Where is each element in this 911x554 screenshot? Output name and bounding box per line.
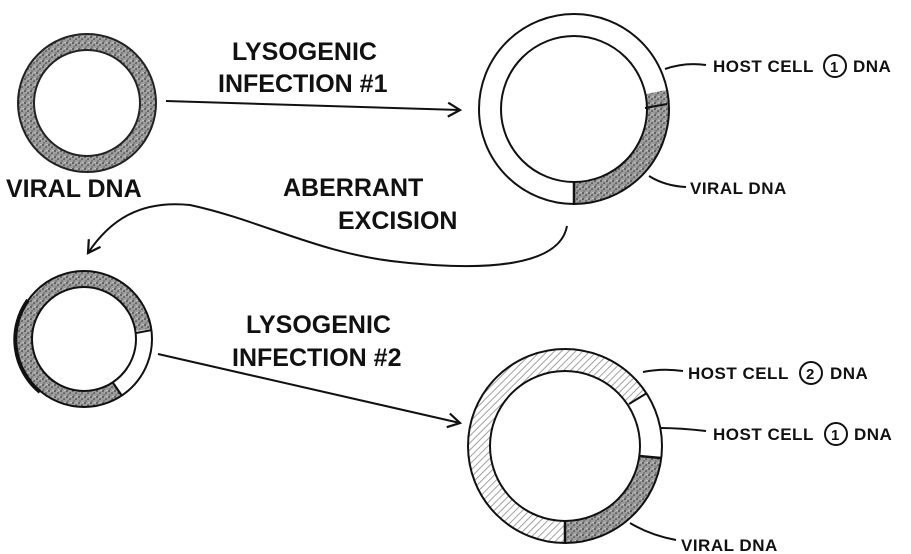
svg-text:1: 1 [830, 59, 838, 76]
circled-number-1-top: 1 [824, 55, 846, 77]
viral-dna-leader-bottom [630, 523, 676, 540]
viral-dna-label-top: VIRAL DNA [6, 175, 142, 203]
host-cell-2-leader [643, 370, 683, 372]
host-cell-1-dna-word-bottom: DNA [854, 425, 892, 444]
excised-ring [15, 271, 152, 407]
infection-2-label-line1: LYSOGENIC [246, 311, 391, 339]
svg-text:2: 2 [806, 366, 814, 383]
svg-text:1: 1 [831, 427, 839, 444]
host-cell-1-leader-top [665, 64, 706, 69]
host-cell-1-label-top: HOST CELL [713, 57, 814, 76]
aberrant-label: ABERRANT [283, 174, 423, 202]
infection-2-label-line2: INFECTION #2 [232, 344, 401, 372]
host-cell-1-label-bottom: HOST CELL [713, 425, 814, 444]
host-cell-1-ring [479, 14, 669, 204]
aberrant-excision-arrow [88, 204, 567, 266]
infection-1-arrow [166, 101, 460, 110]
viral-dna-label-right-top: VIRAL DNA [690, 179, 787, 198]
infection-1-label-line1: LYSOGENIC [232, 38, 377, 66]
host-cell-2-label: HOST CELL [688, 364, 789, 383]
viral-dna-ring-top [18, 34, 156, 172]
host-cell-1-leader-bottom [660, 428, 706, 431]
excision-label: EXCISION [338, 207, 457, 235]
circled-number-2: 2 [800, 362, 822, 384]
host-cell-2-dna-word: DNA [830, 364, 868, 383]
host-cell-1-dna-word-top: DNA [853, 57, 891, 76]
viral-dna-leader-top [649, 176, 686, 187]
infection-1-label-line2: INFECTION #1 [218, 70, 388, 98]
host-cell-2-ring [468, 349, 662, 543]
viral-dna-label-bottom: VIRAL DNA [681, 536, 778, 554]
circled-number-1-bottom: 1 [825, 423, 847, 445]
